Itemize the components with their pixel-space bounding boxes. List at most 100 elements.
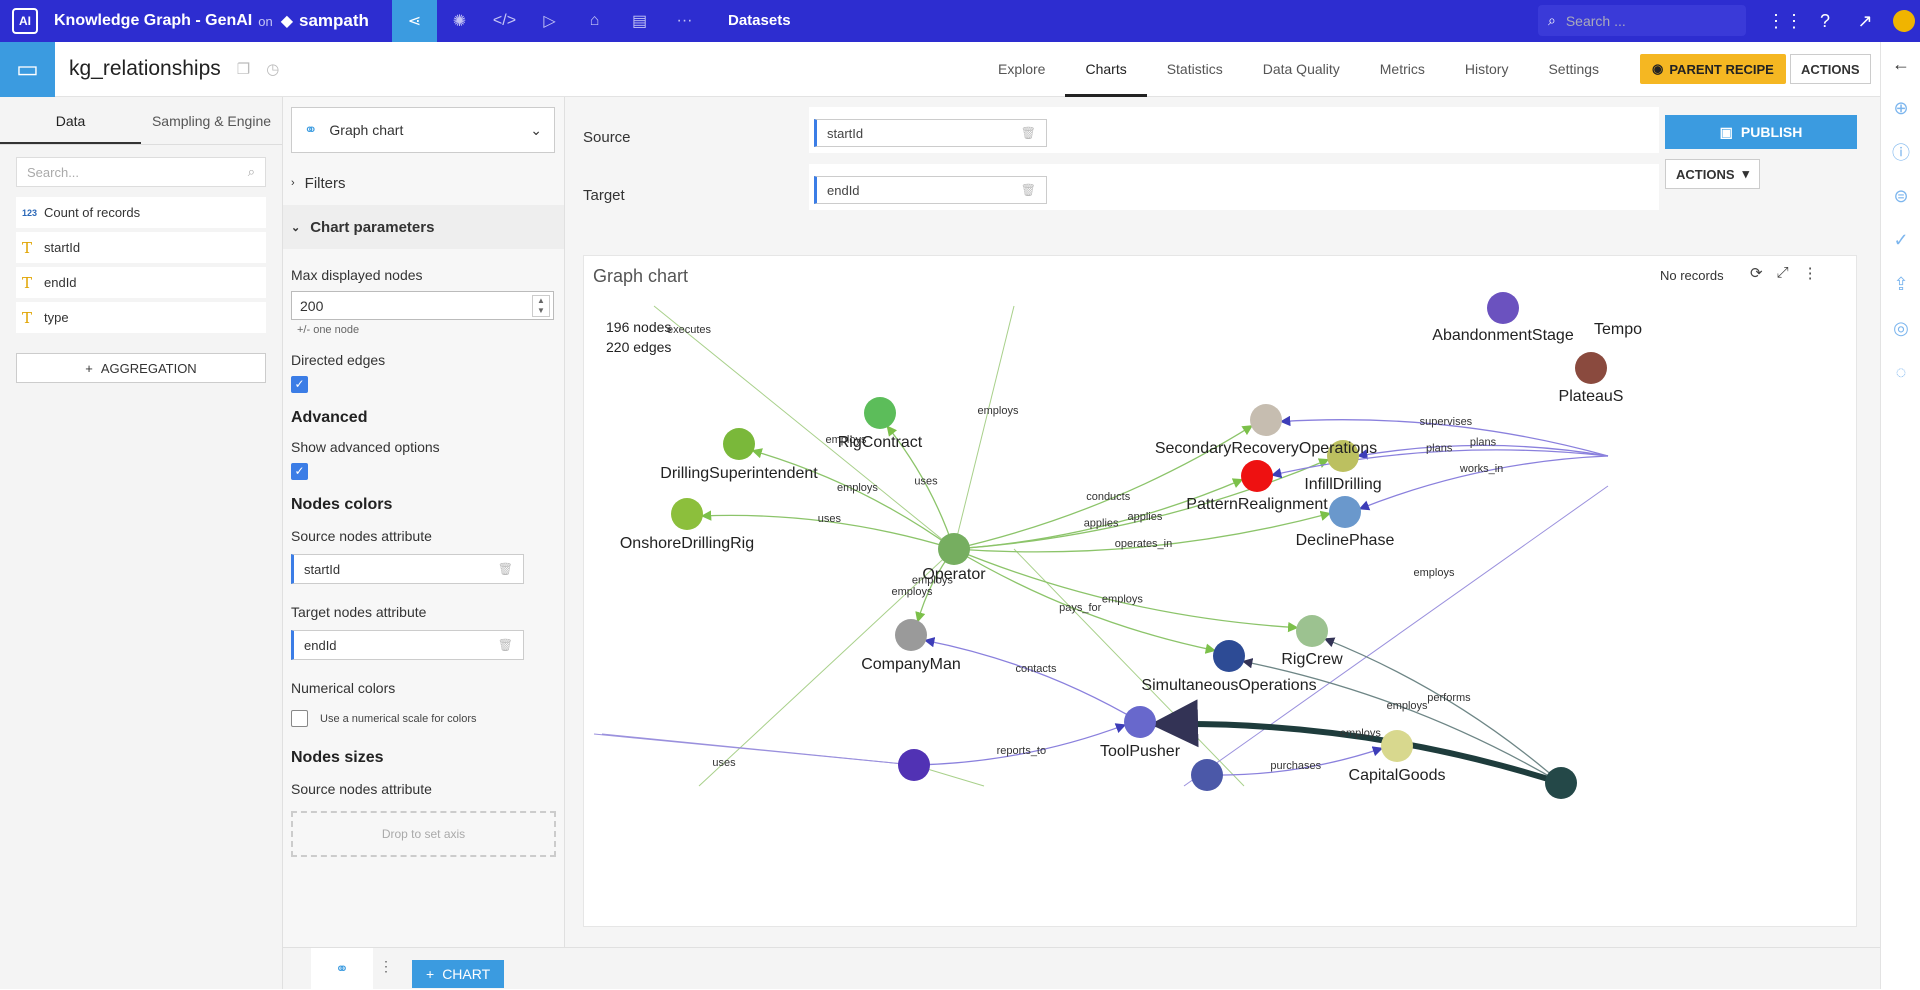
graph-node[interactable] [1575, 352, 1607, 384]
app-logo[interactable]: AI [12, 8, 38, 34]
tab-data[interactable]: Data [0, 97, 141, 144]
graph-node[interactable] [1381, 730, 1413, 762]
tab-explore[interactable]: Explore [998, 61, 1046, 77]
tab-charts[interactable]: Charts [1065, 42, 1147, 97]
number-stepper[interactable]: ▲▼ [532, 294, 550, 317]
deploy-icon[interactable]: ⌂ [589, 12, 600, 29]
graph-node[interactable] [895, 619, 927, 651]
dashboard-icon[interactable]: ▤ [631, 13, 648, 30]
show-advanced-checkbox[interactable]: ✓ [291, 463, 308, 480]
source-dimension-chip[interactable]: startId 🗑 [814, 119, 1047, 147]
graph-node[interactable] [898, 749, 930, 781]
max-nodes-input[interactable]: 200 ▲▼ [291, 291, 554, 320]
expand-icon[interactable]: ⤢ [1776, 264, 1789, 281]
graph-chart-tab[interactable]: ⚭ [311, 948, 373, 990]
instance-name[interactable]: sampath [299, 11, 369, 30]
target-dimension-chip[interactable]: endId 🗑 [814, 176, 1047, 204]
tab-metrics[interactable]: Metrics [1379, 61, 1425, 77]
play-icon[interactable]: ▷ [543, 13, 556, 30]
node-label: Operator [922, 566, 986, 583]
actions-button[interactable]: ACTIONS [1790, 54, 1871, 84]
flow-share-icon[interactable]: ⋖ [392, 0, 437, 42]
node-label: CapitalGoods [1349, 767, 1446, 784]
background-edge [1183, 485, 1609, 787]
trash-icon[interactable]: 🗑 [1020, 183, 1036, 197]
more-vertical-icon[interactable]: ⋮ [1802, 265, 1818, 282]
copy-icon[interactable]: ❐ [236, 61, 251, 78]
node-label: DeclinePhase [1296, 532, 1395, 549]
chart-type-select[interactable]: ⚭ Graph chart ⌄ [291, 107, 555, 153]
target-dimension-dropzone[interactable]: endId 🗑 [809, 164, 1659, 210]
tab-settings[interactable]: Settings [1548, 61, 1600, 77]
graph-node[interactable] [1250, 404, 1282, 436]
graph-canvas[interactable]: usesemploysusesemploysconductsappliesapp… [584, 256, 1858, 928]
history-clock-icon[interactable]: ◷ [266, 61, 280, 78]
upload-icon[interactable]: ⇪ [1893, 273, 1909, 294]
info-icon[interactable]: ⓘ [1892, 143, 1910, 163]
numerical-scale-checkbox[interactable] [291, 710, 308, 727]
add-icon[interactable]: ⊕ [1893, 97, 1909, 118]
graph-node[interactable] [1487, 292, 1519, 324]
project-title[interactable]: Knowledge Graph - GenAI [54, 12, 253, 29]
graph-node[interactable] [938, 533, 970, 565]
graph-node[interactable] [1191, 759, 1223, 791]
edge-label: conducts [1086, 491, 1131, 503]
graph-node[interactable] [1327, 440, 1359, 472]
more-dots-icon[interactable]: ··· [676, 12, 693, 29]
more-vertical-icon[interactable]: ⋮ [379, 958, 393, 974]
chart-parameters-section-toggle[interactable]: ⌄ Chart parameters [283, 205, 564, 249]
drop-to-set-axis-zone[interactable]: Drop to set axis [291, 811, 556, 857]
filters-section-toggle[interactable]: › Filters [283, 161, 564, 205]
trash-icon[interactable]: 🗑 [1020, 126, 1036, 140]
graph-node[interactable] [723, 428, 755, 460]
column-name: endId [44, 275, 77, 290]
graph-node[interactable] [671, 498, 703, 530]
trash-icon[interactable]: 🗑 [497, 562, 513, 576]
graph-node[interactable] [1545, 767, 1577, 799]
add-aggregation-button[interactable]: + AGGREGATION [16, 353, 266, 383]
column-item[interactable]: T endId [16, 267, 266, 298]
refresh-icon[interactable]: ⟳ [1750, 265, 1763, 282]
column-item[interactable]: T type [16, 302, 266, 333]
dataset-name[interactable]: kg_relationships [69, 57, 221, 80]
column-item[interactable]: T startId [16, 232, 266, 263]
column-item[interactable]: 123 Count of records [16, 197, 266, 228]
publish-button[interactable]: ▣ PUBLISH [1665, 115, 1857, 149]
graph-node[interactable] [1124, 706, 1156, 738]
current-section-label[interactable]: Datasets [728, 12, 791, 29]
code-icon[interactable]: </> [492, 12, 517, 29]
add-chart-button[interactable]: + CHART [412, 960, 505, 988]
background-edge [953, 305, 1015, 550]
check-icon[interactable]: ✓ [1893, 229, 1909, 250]
graph-node[interactable] [864, 397, 896, 429]
trend-icon[interactable]: ↗ [1857, 10, 1873, 31]
column-search-input[interactable]: Search... ⌕ [16, 157, 266, 187]
tab-statistics[interactable]: Statistics [1166, 61, 1223, 77]
tab-history[interactable]: History [1464, 61, 1509, 77]
schema-icon[interactable]: ⊜ [1893, 185, 1909, 206]
apps-grid-icon[interactable]: ⋮⋮ [1767, 10, 1803, 31]
graph-node[interactable] [1296, 615, 1328, 647]
target-attribute-chip[interactable]: endId 🗑 [291, 630, 524, 660]
graph-node[interactable] [1329, 496, 1361, 528]
trash-icon[interactable]: 🗑 [497, 638, 513, 652]
back-arrow-icon[interactable]: ← [1892, 53, 1910, 74]
lab-icon[interactable]: ◎ [1893, 317, 1909, 338]
user-avatar[interactable] [1893, 10, 1915, 32]
graph-node[interactable] [1241, 460, 1273, 492]
node-label: InfillDrilling [1304, 476, 1381, 493]
chart-actions-button[interactable]: ACTIONS ▾ [1665, 159, 1761, 189]
directed-edges-checkbox[interactable]: ✓ [291, 376, 308, 393]
source-dimension-dropzone[interactable]: startId 🗑 [809, 107, 1659, 153]
column-name: startId [44, 240, 81, 255]
source-attribute-chip[interactable]: startId 🗑 [291, 554, 524, 584]
numerical-scale-label: Use a numerical scale for colors [320, 712, 477, 725]
discussion-icon[interactable]: ◌ [1895, 361, 1907, 382]
parent-recipe-button[interactable]: ◉ PARENT RECIPE [1640, 54, 1786, 84]
help-icon[interactable]: ? [1819, 10, 1830, 31]
recipe-gear-icon[interactable]: ✺ [452, 13, 467, 30]
tab-data-quality[interactable]: Data Quality [1262, 61, 1340, 77]
graph-node[interactable] [1213, 640, 1245, 672]
global-search-input[interactable]: ⌕ Search ... [1538, 5, 1746, 36]
tab-sampling-engine[interactable]: Sampling & Engine [151, 113, 272, 129]
